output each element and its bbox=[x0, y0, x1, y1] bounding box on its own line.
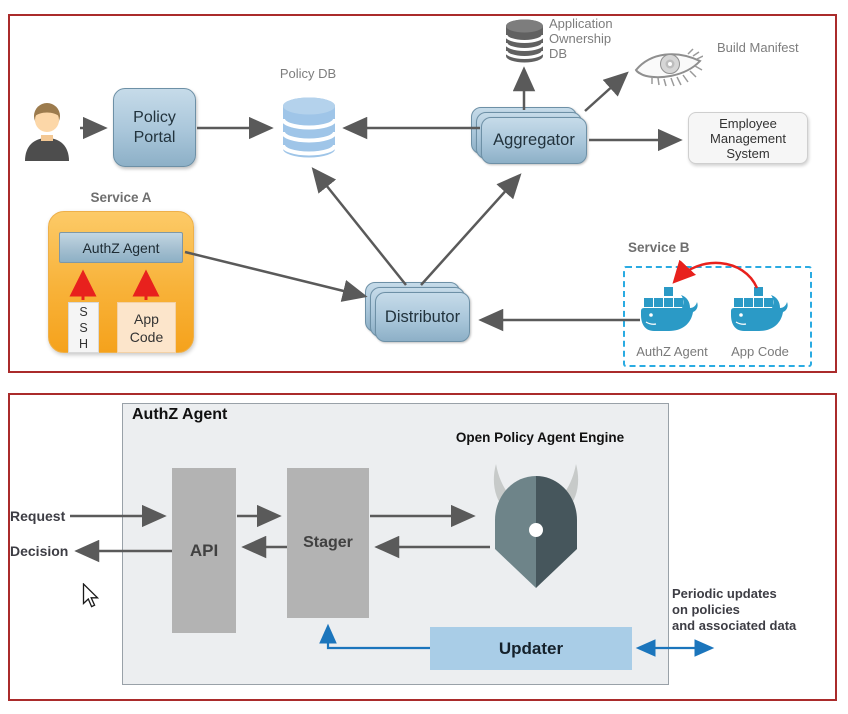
request-label: Request bbox=[10, 508, 66, 524]
distributor-label: Distributor bbox=[375, 292, 470, 342]
mouse-cursor-icon bbox=[82, 583, 99, 608]
service-b-app-code-label: App Code bbox=[731, 344, 789, 359]
updater-node: Updater bbox=[430, 627, 632, 670]
authz-agent-panel-title: AuthZ Agent bbox=[132, 406, 228, 423]
service-b-title: Service B bbox=[628, 240, 690, 255]
aggregator-label: Aggregator bbox=[481, 117, 587, 164]
user-person-icon bbox=[25, 103, 69, 161]
policy-db-label: Policy DB bbox=[279, 66, 337, 81]
service-a-authz-agent-node: AuthZ Agent bbox=[59, 232, 183, 263]
api-node: API bbox=[172, 468, 236, 633]
distributor-node: Distributor bbox=[365, 282, 470, 342]
service-a-app-code-node: App Code bbox=[117, 302, 176, 353]
build-manifest-eye-icon bbox=[634, 48, 703, 87]
open-policy-agent-logo-icon bbox=[493, 464, 579, 588]
stager-node: Stager bbox=[287, 468, 369, 618]
application-ownership-db-label: Application Ownership DB bbox=[549, 16, 613, 61]
service-b-authz-agent-docker-whale-icon bbox=[641, 287, 698, 331]
service-b-authz-agent-label: AuthZ Agent bbox=[636, 344, 708, 359]
decision-label: Decision bbox=[10, 543, 69, 559]
periodic-updates-note: Periodic updates on policies and associa… bbox=[672, 586, 797, 633]
policy-portal-node: Policy Portal bbox=[113, 88, 196, 167]
policy-db-database-icon bbox=[281, 97, 337, 158]
application-ownership-db-database-icon bbox=[504, 19, 545, 63]
employee-management-system-node: Employee Management System bbox=[688, 112, 808, 164]
ssh-node: S S H bbox=[68, 302, 99, 353]
aggregator-node: Aggregator bbox=[471, 107, 587, 164]
service-b-app-code-docker-whale-icon bbox=[731, 287, 788, 331]
opa-engine-title: Open Policy Agent Engine bbox=[455, 430, 625, 445]
service-a-title: Service A bbox=[90, 190, 152, 205]
build-manifest-label: Build Manifest bbox=[717, 40, 799, 55]
